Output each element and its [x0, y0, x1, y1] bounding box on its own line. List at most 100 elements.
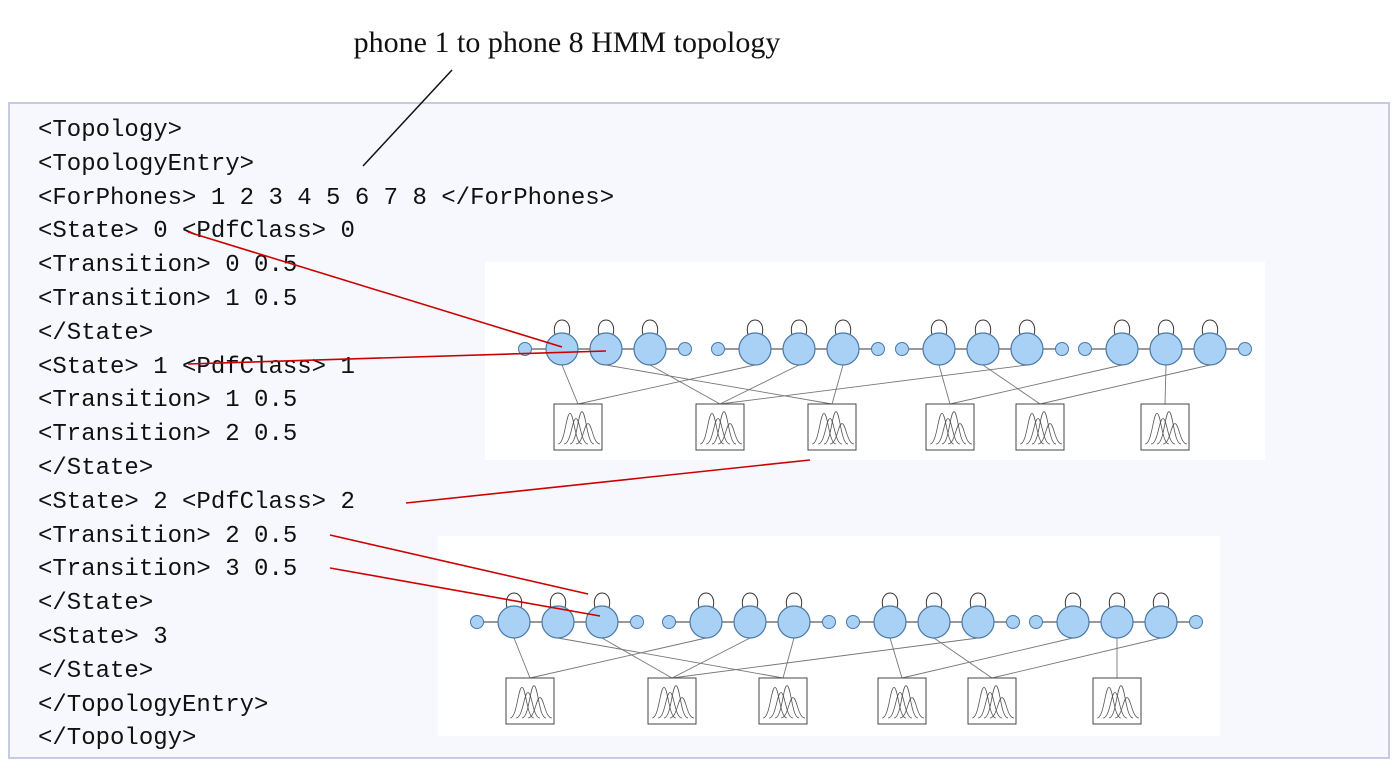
- emission-link: [938, 364, 951, 405]
- non-emitting-state: [1238, 342, 1252, 356]
- emission-link: [577, 364, 756, 405]
- self-loop: [925, 592, 943, 609]
- non-emitting-state: [662, 615, 676, 629]
- state2-annotation-line: [405, 459, 811, 504]
- code-line: <Transition> 0 0.5: [38, 252, 298, 280]
- code-line: <State> 0 <PdfClass> 0: [38, 218, 355, 246]
- gaussian-curve: [1102, 692, 1128, 719]
- non-emitting-state: [630, 615, 644, 629]
- gaussian-curve: [1019, 412, 1045, 445]
- gaussian-curve: [521, 685, 547, 719]
- non-emitting-state: [518, 342, 532, 356]
- lower-diagram-backdrop: [438, 536, 1220, 736]
- emission-link: [1164, 364, 1167, 405]
- gaussian-box: [695, 403, 745, 451]
- self-loop: [974, 319, 992, 336]
- code-line: <Transition> 2 0.5: [38, 522, 298, 550]
- non-emitting-state: [1189, 615, 1203, 629]
- self-loop: [741, 592, 759, 609]
- title-pointer-line: [362, 69, 453, 167]
- non-emitting-state: [1006, 615, 1020, 629]
- gaussian-curve: [569, 411, 595, 445]
- code-line: <Transition> 3 0.5: [38, 556, 298, 584]
- gaussian-curve: [823, 411, 849, 445]
- emission-link: [933, 637, 993, 679]
- non-emitting-state: [871, 342, 885, 356]
- transition-2-annotation-line: [329, 534, 589, 595]
- non-emitting-state: [711, 342, 725, 356]
- code-line: <Transition> 2 0.5: [38, 421, 298, 449]
- emission-link: [719, 364, 1028, 405]
- code-line: <State> 3: [38, 623, 168, 651]
- self-loop: [1201, 319, 1219, 336]
- emission-link: [889, 637, 903, 679]
- topology-code-block: <Topology><TopologyEntry><ForPhones> 1 2…: [38, 114, 614, 756]
- emission-link: [601, 637, 673, 679]
- gaussian-box: [925, 403, 975, 451]
- gaussian-curve: [881, 686, 907, 719]
- self-loop: [1113, 319, 1131, 336]
- gaussian-curve: [1144, 412, 1170, 445]
- emission-link: [561, 364, 579, 405]
- code-line: <Transition> 1 0.5: [38, 387, 298, 415]
- gaussian-curve: [899, 697, 925, 719]
- gaussian-box: [553, 403, 603, 451]
- emission-link: [671, 637, 751, 679]
- emission-link: [513, 637, 531, 679]
- gaussian-curve: [947, 423, 973, 445]
- gaussian-curve: [817, 418, 843, 445]
- self-loop: [834, 319, 852, 336]
- self-loop: [969, 592, 987, 609]
- gaussian-curve: [1114, 697, 1140, 719]
- code-line: </State>: [38, 319, 154, 347]
- gaussian-curve: [762, 686, 788, 719]
- gaussian-curve: [557, 412, 583, 445]
- transition-3-annotation-line: [329, 567, 601, 617]
- gaussian-curve: [651, 686, 677, 719]
- non-emitting-state: [1055, 342, 1069, 356]
- gaussian-box: [807, 403, 857, 451]
- gaussian-curve: [699, 412, 725, 445]
- gaussian-curve: [1096, 686, 1122, 719]
- gaussian-curve: [780, 697, 806, 719]
- non-emitting-state: [895, 342, 909, 356]
- gaussian-curve: [1108, 685, 1134, 719]
- code-line: </State>: [38, 454, 154, 482]
- gaussian-curve: [515, 692, 541, 719]
- state0-annotation-line: [187, 231, 563, 348]
- code-line: <ForPhones> 1 2 3 4 5 6 7 8 </ForPhones>: [38, 184, 615, 212]
- emission-link: [557, 637, 784, 679]
- emission-link: [901, 637, 1074, 679]
- gaussian-curve: [971, 686, 997, 719]
- emission-link: [1039, 364, 1211, 405]
- self-loop: [881, 592, 899, 609]
- code-line: </TopologyEntry>: [38, 691, 269, 719]
- non-emitting-state: [1078, 342, 1092, 356]
- gaussian-curve: [768, 692, 794, 719]
- emission-link: [782, 637, 795, 679]
- gaussian-box: [1092, 677, 1142, 725]
- gaussian-curve: [1162, 423, 1188, 445]
- non-emitting-state: [678, 342, 692, 356]
- non-emitting-state: [846, 615, 860, 629]
- gaussian-curve: [977, 692, 1003, 719]
- self-loop: [641, 319, 659, 336]
- gaussian-curve: [774, 685, 800, 719]
- gaussian-curve: [563, 418, 589, 445]
- diagram-title: phone 1 to phone 8 HMM topology: [353, 26, 781, 59]
- self-loop: [930, 319, 948, 336]
- self-loop: [549, 592, 567, 609]
- state1-annotation-line: [187, 350, 607, 365]
- gaussian-box: [1015, 403, 1065, 451]
- gaussian-curve: [941, 411, 967, 445]
- gaussian-curve: [717, 423, 743, 445]
- self-loop: [1152, 592, 1170, 609]
- gaussian-curve: [935, 418, 961, 445]
- gaussian-box: [877, 677, 927, 725]
- gaussian-curve: [705, 418, 731, 445]
- code-line: <Transition> 1 0.5: [38, 285, 298, 313]
- gaussian-box: [647, 677, 697, 725]
- emission-link: [605, 364, 833, 405]
- code-line: <State> 2 <PdfClass> 2: [38, 488, 355, 516]
